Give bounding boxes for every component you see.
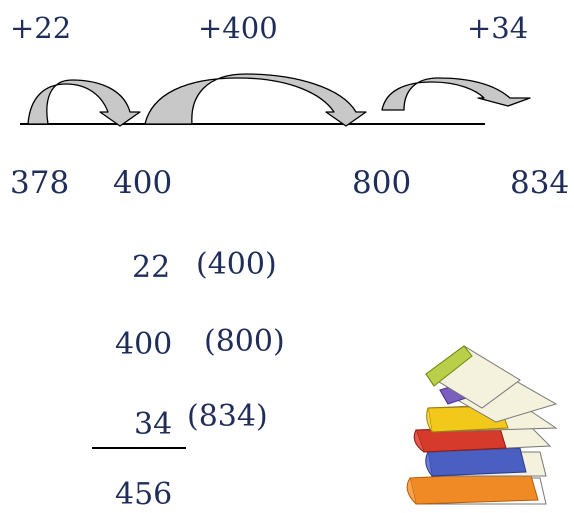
- number-label-834: 834: [510, 165, 570, 201]
- curved-arrow-icon: [27, 79, 141, 127]
- number-label-400: 400: [113, 165, 173, 201]
- calc-value-1: 22: [132, 250, 171, 285]
- calc-total: 456: [115, 477, 173, 512]
- curved-arrow-icon: [381, 77, 531, 111]
- jump-label-3: +34: [467, 11, 529, 45]
- jump-label-2: +400: [198, 11, 278, 45]
- calc-landmark-1: (400): [196, 247, 277, 282]
- calc-value-2: 400: [115, 327, 173, 362]
- book-green: [425, 345, 521, 409]
- calc-landmark-2: (800): [204, 324, 285, 359]
- calc-value-3: 34: [134, 407, 173, 442]
- number-label-378: 378: [10, 165, 70, 201]
- book-blue: [425, 447, 547, 477]
- number-label-800: 800: [352, 165, 412, 201]
- number-line-diagram: [20, 73, 531, 127]
- calc-landmark-3: (834): [187, 399, 268, 434]
- book-orange: [406, 471, 547, 505]
- jump-label-1: +22: [10, 11, 72, 45]
- curved-arrow-icon: [144, 73, 367, 127]
